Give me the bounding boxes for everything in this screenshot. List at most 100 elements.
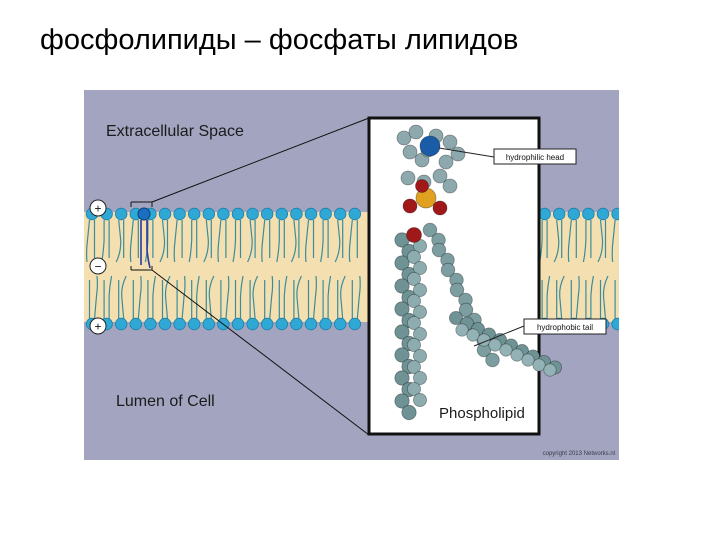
lipid-head <box>158 317 172 331</box>
lipid-tail <box>553 219 563 263</box>
atom <box>412 326 427 341</box>
membrane-illustration: + − + Extracellular Space Lumen of Cell … <box>84 116 619 457</box>
lipid-tail <box>147 275 156 319</box>
highlighted-lipid <box>137 207 151 269</box>
lipid-head <box>173 317 186 331</box>
atom <box>396 130 412 146</box>
atom <box>415 179 429 193</box>
lipid-head <box>319 207 332 221</box>
lipid-tail <box>118 275 127 320</box>
lipid-head <box>582 207 595 221</box>
atom <box>394 301 410 317</box>
phospholipid-molecule-model <box>394 124 562 421</box>
extracellular-label: Extracellular Space <box>106 123 244 140</box>
lipid-tail <box>320 220 329 263</box>
lipid-tail <box>264 275 274 320</box>
lipid-head <box>246 207 259 221</box>
atom <box>406 359 421 374</box>
lipid-tail <box>176 275 186 320</box>
lipid-head <box>348 207 362 221</box>
atom <box>510 348 524 362</box>
lipid-head <box>144 317 157 331</box>
atom <box>394 324 410 340</box>
lipid-tail <box>220 275 230 320</box>
atom <box>412 260 427 275</box>
lipid-head <box>553 207 566 221</box>
lipid-tail <box>611 219 616 263</box>
outer-leaflet-heads <box>85 207 619 221</box>
lipid-head <box>217 207 230 221</box>
hydrophobic-tail-callout: hydrophobic tail <box>473 318 607 347</box>
atom <box>458 302 474 318</box>
atom <box>406 381 421 396</box>
lipid-tail <box>173 219 183 263</box>
atom <box>406 227 422 243</box>
lipid-tail <box>191 275 200 319</box>
lipid-head <box>290 317 303 331</box>
hydrophobic-tail-label: hydrophobic tail <box>537 323 593 332</box>
lipid-tail <box>334 219 344 263</box>
lipid-head <box>202 207 216 221</box>
lipid-tail <box>570 275 580 320</box>
lipid-head <box>348 317 362 331</box>
atom <box>412 348 427 363</box>
atom <box>412 304 427 319</box>
atom <box>401 404 417 421</box>
lipid-tail <box>217 219 227 263</box>
lipid-head <box>567 207 581 221</box>
lipid-tail <box>614 280 616 319</box>
lipid-tail <box>205 275 215 320</box>
lipid-tail <box>249 275 259 320</box>
lipid-tail <box>307 275 317 320</box>
copyright-text: copyright 2013 Networks.nl <box>543 451 615 457</box>
lipid-head <box>275 317 289 331</box>
atom <box>412 282 427 297</box>
atom <box>394 347 410 363</box>
atom <box>400 170 416 186</box>
lipid-tail <box>132 275 142 320</box>
zoom-line-bottom <box>151 269 370 436</box>
lipid-tail <box>290 219 300 263</box>
lipid-head <box>246 317 259 331</box>
lipid-head <box>611 207 619 221</box>
hydrophilic-head-label: hydrophilic head <box>506 153 564 162</box>
lipid-tail <box>261 219 271 263</box>
lipid-head <box>173 207 186 221</box>
charge-top-text: + <box>94 202 101 216</box>
lipid-tail <box>293 275 302 320</box>
atom <box>440 262 456 278</box>
outer-leaflet-tails <box>86 219 616 263</box>
lipid-head <box>304 317 318 331</box>
lipid-tail <box>159 219 169 263</box>
atom <box>394 370 410 386</box>
lipid-tail <box>234 275 244 319</box>
lipid-tail <box>276 220 285 263</box>
atom <box>432 200 448 216</box>
lipid-tail <box>115 219 125 263</box>
atom <box>406 337 421 352</box>
slide-title: фосфолипиды – фосфаты липидов <box>40 24 519 56</box>
atom <box>412 392 427 407</box>
inner-leaflet-tails <box>88 275 616 320</box>
atom <box>402 198 418 214</box>
atom <box>543 363 557 377</box>
charge-marker-top: + <box>89 199 107 217</box>
lipid-head <box>115 317 128 331</box>
atom <box>431 242 447 258</box>
lipid-tail <box>541 275 551 319</box>
charge-marker-bottom: + <box>89 317 107 335</box>
atom <box>432 168 448 184</box>
atom <box>499 343 513 357</box>
lipid-head <box>187 207 201 221</box>
lipid-tail <box>556 275 565 320</box>
lipid-tail <box>567 219 577 263</box>
lipid-head <box>129 317 143 331</box>
lipid-tail <box>86 219 96 263</box>
lipid-tail <box>348 219 358 263</box>
lipid-head <box>596 207 610 221</box>
lipid-tail <box>129 219 139 263</box>
atom <box>442 178 458 194</box>
lipid-tail <box>585 275 594 319</box>
lipid-tail <box>305 219 315 263</box>
lipid-head <box>538 207 551 221</box>
